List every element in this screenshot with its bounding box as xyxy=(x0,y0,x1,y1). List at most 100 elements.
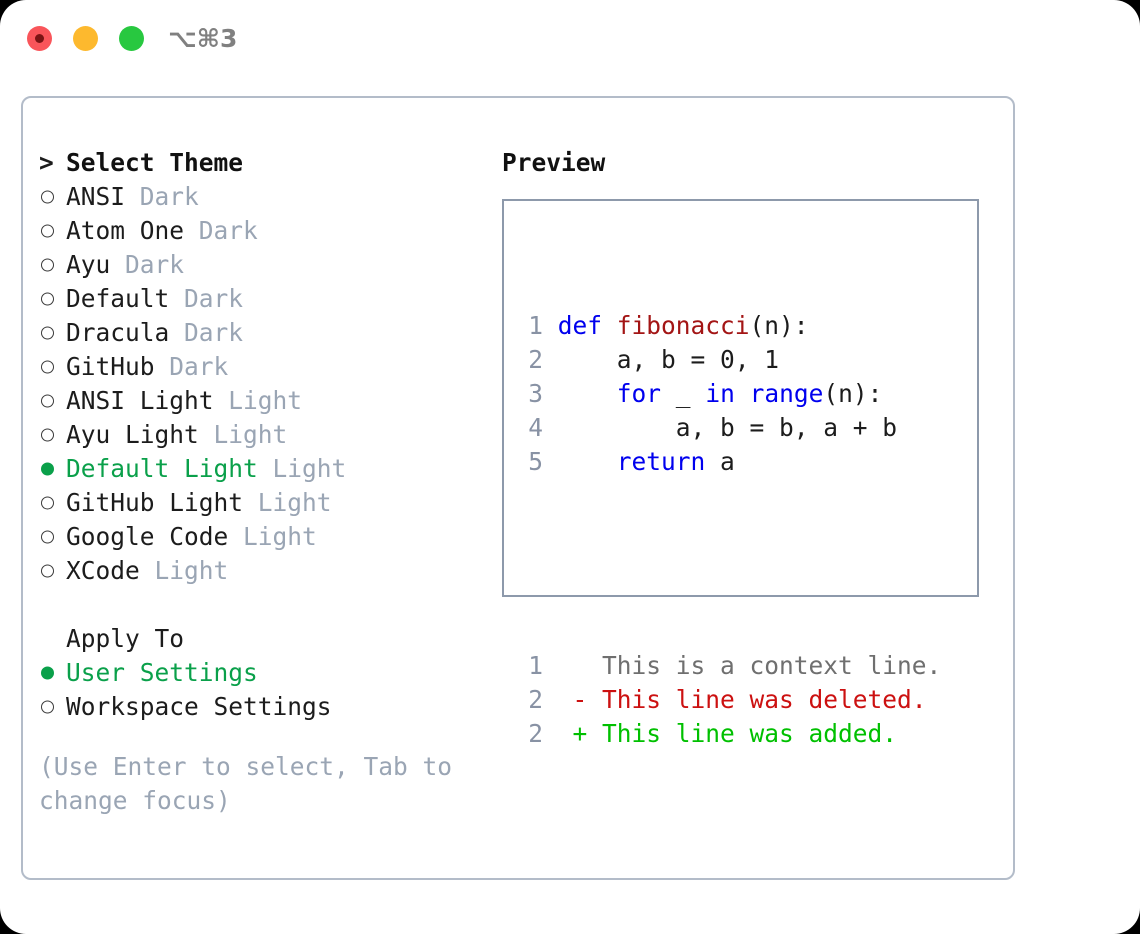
line-gutter-gap xyxy=(543,345,558,374)
diff-sign xyxy=(573,651,588,680)
theme-variant-tag: Dark xyxy=(169,352,229,381)
label-gap xyxy=(125,180,140,214)
theme-list-item[interactable]: XCode Light xyxy=(39,554,479,588)
label-gap xyxy=(140,554,155,588)
diff-text: This line was added. xyxy=(587,719,898,748)
theme-list-item[interactable]: Dracula Dark xyxy=(39,316,479,350)
code-token: _ xyxy=(661,379,706,408)
theme-list-item[interactable]: GitHub Dark xyxy=(39,350,479,384)
code-token xyxy=(558,447,617,476)
apply-to-option[interactable]: Workspace Settings xyxy=(39,690,479,724)
label-gap xyxy=(184,214,199,248)
theme-variant-tag: Light xyxy=(213,420,288,449)
keyboard-shortcut-label: ⌥⌘3 xyxy=(168,24,238,53)
code-line: 2 a, b = 0, 1 xyxy=(517,343,941,377)
theme-list-item[interactable]: Ayu Dark xyxy=(39,248,479,282)
line-number: 1 xyxy=(528,311,543,340)
line-number: 4 xyxy=(528,413,543,442)
apply-to-title: Apply To xyxy=(66,624,185,653)
label-gap xyxy=(169,316,184,350)
theme-list-item[interactable]: ANSI Light Light xyxy=(39,384,479,418)
minimize-window-button[interactable] xyxy=(73,26,98,51)
theme-variant-tag: Light xyxy=(272,454,347,483)
theme-name-label: GitHub xyxy=(66,352,155,381)
list-spacer xyxy=(39,588,479,622)
select-theme-title: Select Theme xyxy=(66,148,244,177)
line-gutter-gap xyxy=(543,379,558,408)
label-gap xyxy=(199,418,214,452)
preview-title: Preview xyxy=(502,148,606,177)
select-theme-header: > Select Theme xyxy=(39,146,479,180)
theme-list-item[interactable]: Default Light Light xyxy=(39,452,479,486)
line-number: 5 xyxy=(528,447,543,476)
preview-column: Preview 1 def fibonacci(n): 2 a, b = 0, 1… xyxy=(502,146,992,748)
code-line: 3 for _ in range(n): xyxy=(517,377,941,411)
code-token: a, b = 0, 1 xyxy=(557,345,780,374)
apply-to-option[interactable]: User Settings xyxy=(39,656,479,690)
theme-name-label: Dracula xyxy=(66,318,170,347)
theme-variant-tag: Light xyxy=(228,386,303,415)
diff-line: 2 + This line was added. xyxy=(517,717,941,751)
theme-name-label: Default xyxy=(66,284,170,313)
title-bar: ⌥⌘3 xyxy=(0,0,1140,80)
diff-text: This is a context line. xyxy=(587,651,942,680)
code-token xyxy=(558,379,617,408)
code-token: def xyxy=(557,311,617,340)
code-token: a, b = b, a + b xyxy=(557,413,898,442)
line-number: 1 xyxy=(528,651,543,680)
theme-variant-tag: Light xyxy=(257,488,332,517)
diff-line: 2 - This line was deleted. xyxy=(517,683,941,717)
theme-variant-tag: Light xyxy=(154,556,229,585)
code-line: 4 a, b = b, a + b xyxy=(517,411,941,445)
line-gutter-gap xyxy=(543,413,558,442)
label-gap xyxy=(110,248,125,282)
theme-list-item[interactable]: Default Dark xyxy=(39,282,479,316)
theme-list-item[interactable]: GitHub Light Light xyxy=(39,486,479,520)
code-token: in range xyxy=(705,379,824,408)
prompt-caret-icon: > xyxy=(39,148,54,177)
theme-variant-tag: Dark xyxy=(198,216,258,245)
apply-to-option-label: Workspace Settings xyxy=(66,692,332,721)
code-token: (n): xyxy=(749,311,809,340)
theme-list-item[interactable]: Ayu Light Light xyxy=(39,418,479,452)
theme-name-label: ANSI Light xyxy=(66,386,214,415)
theme-variant-tag: Dark xyxy=(184,284,244,313)
keyboard-hint-text: (Use Enter to select, Tab to change focu… xyxy=(39,752,467,815)
theme-variant-tag: Light xyxy=(243,522,317,551)
line-gutter-gap xyxy=(543,311,558,340)
theme-variant-tag: Dark xyxy=(184,318,244,347)
line-gutter-gap xyxy=(543,719,573,748)
diff-text: This line was deleted. xyxy=(587,685,927,714)
label-gap xyxy=(228,520,243,554)
line-gutter-gap xyxy=(543,447,558,476)
diff-sample: 1 This is a context line. 2 - This line w… xyxy=(517,649,941,751)
theme-list-item[interactable]: ANSI Dark xyxy=(39,180,479,214)
maximize-window-button[interactable] xyxy=(119,26,144,51)
theme-name-label: GitHub Light xyxy=(66,488,244,517)
theme-name-label: Ayu xyxy=(66,250,111,279)
code-line: 5 return a xyxy=(517,445,941,479)
close-window-button[interactable] xyxy=(27,26,52,51)
theme-list-item[interactable]: Atom One Dark xyxy=(39,214,479,248)
apply-to-option-label: User Settings xyxy=(66,658,258,687)
theme-name-label: Default Light xyxy=(66,454,258,483)
apply-to-heading: Apply To xyxy=(39,622,479,656)
label-gap xyxy=(258,452,273,486)
diff-sign: + xyxy=(572,719,588,748)
theme-variant-tag: Dark xyxy=(125,250,185,279)
line-number: 2 xyxy=(528,685,543,714)
code-token: fibonacci xyxy=(616,311,750,340)
theme-name-label: Google Code xyxy=(66,522,229,551)
code-token: for xyxy=(616,379,662,408)
diff-sign: - xyxy=(572,685,588,714)
code-token: a xyxy=(705,447,735,476)
apply-to-marker-slot xyxy=(39,622,66,656)
theme-name-label: XCode xyxy=(66,556,140,585)
line-gutter-gap xyxy=(543,651,573,680)
theme-list-item[interactable]: Google Code Light xyxy=(39,520,479,554)
